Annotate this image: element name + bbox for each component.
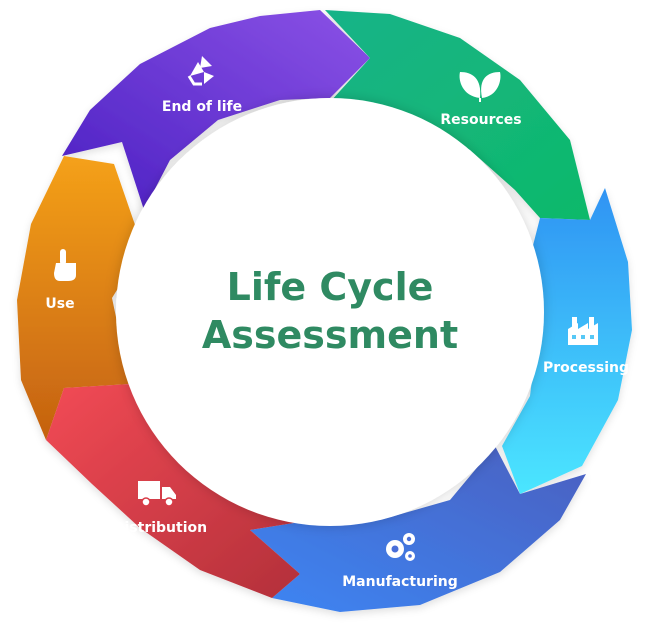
segment-resources	[325, 10, 590, 220]
gears-icon	[386, 533, 415, 561]
segment-label-manufacturing: Manufacturing	[342, 574, 458, 590]
recycle-icon	[187, 56, 214, 86]
factory-icon	[568, 317, 598, 345]
segment-label-processing: Processing	[543, 360, 629, 376]
leaves-icon	[459, 72, 501, 102]
segment-label-use: Use	[45, 296, 74, 312]
segment-label-distribution: Distribution	[113, 520, 207, 536]
hand-pointer-icon	[54, 249, 76, 281]
center-title-line2: Assessment	[202, 313, 458, 357]
truck-icon	[138, 481, 176, 507]
segment-label-resources: Resources	[440, 112, 521, 128]
center-disc	[116, 98, 544, 526]
segment-label-end-of-life: End of life	[162, 99, 242, 115]
center-title-line1: Life Cycle	[227, 265, 434, 309]
segment-use	[17, 156, 143, 440]
segment-manufacturing	[250, 446, 586, 612]
segment-end-of-life	[62, 10, 370, 210]
